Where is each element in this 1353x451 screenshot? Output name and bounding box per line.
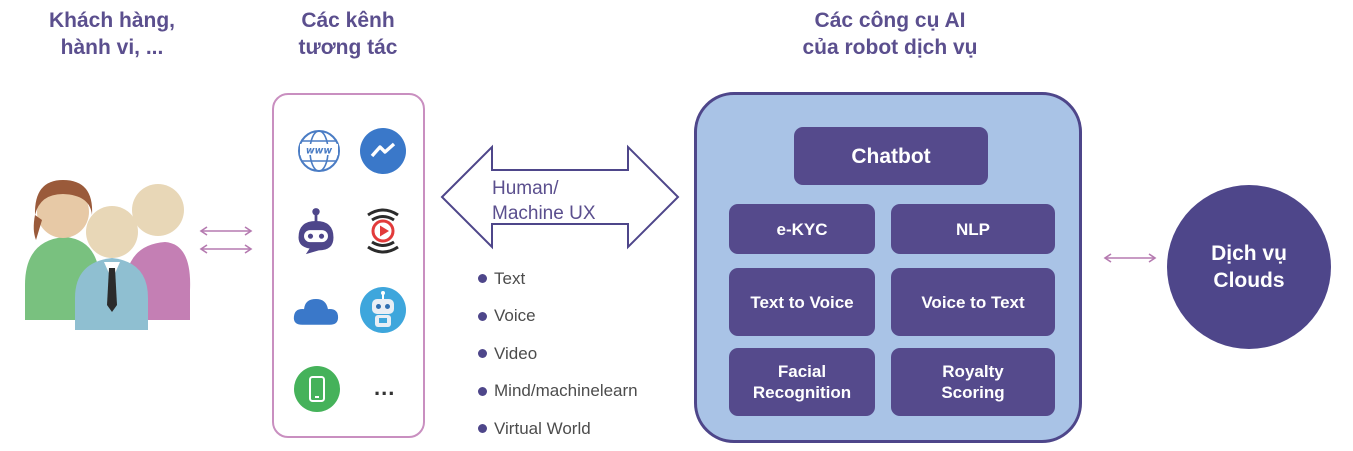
bullet-icon xyxy=(478,274,487,284)
customers-heading: Khách hàng, hành vi, ... xyxy=(27,7,197,61)
chatbot-robot-icon xyxy=(293,208,339,255)
voice-to-text-box: Voice to Text xyxy=(891,268,1055,336)
ai-tools-panel: Chatbot e-KYC NLP Text to Voice Voice to… xyxy=(694,92,1082,443)
bullet-icon xyxy=(478,424,487,434)
ux-arrow-label: Human/ Machine UX xyxy=(492,176,652,226)
person-blue-icon xyxy=(75,206,148,330)
mode-item: Virtual World xyxy=(478,410,638,448)
customers-heading-line1: Khách hàng, xyxy=(48,9,175,32)
channels-heading-line1: Các kênh xyxy=(301,9,395,32)
nlp-box: NLP xyxy=(891,204,1055,254)
ux-double-arrow xyxy=(440,144,680,250)
customers-group-icon xyxy=(25,180,191,330)
mode-item: Voice xyxy=(478,298,638,336)
clouds-line2: Clouds xyxy=(1213,269,1285,292)
text-to-voice-label: Text to Voice xyxy=(750,292,854,312)
bullet-icon xyxy=(478,386,487,396)
mode-label: Mind/machinelearn xyxy=(494,381,638,401)
facial-label-line2: Recognition xyxy=(752,383,852,402)
mode-label: Virtual World xyxy=(494,418,591,438)
mode-label: Text xyxy=(494,268,526,288)
clouds-line1: Dịch vụ xyxy=(1211,242,1287,265)
more-channels: ... xyxy=(374,375,396,400)
royalty-scoring-box: Royalty Scoring xyxy=(891,348,1055,416)
voice-to-text-label: Voice to Text xyxy=(921,292,1025,312)
facial-recognition-box: Facial Recognition xyxy=(729,348,875,416)
text-to-voice-box: Text to Voice xyxy=(729,268,875,336)
customers-heading-line2: hành vi, ... xyxy=(60,36,164,59)
bullet-icon xyxy=(478,349,487,359)
bullet-icon xyxy=(478,311,487,321)
interaction-modes-list: Text Voice Video Mind/machinelearn Virtu… xyxy=(478,260,638,448)
channels-panel: www xyxy=(272,93,425,438)
globe-www-icon: www xyxy=(296,128,342,174)
channels-heading-line2: tương tác xyxy=(298,36,398,59)
royalty-label-line1: Royalty xyxy=(942,362,1004,381)
customer-channel-arrows xyxy=(199,226,253,254)
robot-avatar-icon xyxy=(360,287,406,333)
chatbot-box: Chatbot xyxy=(794,127,988,185)
mobile-phone-icon xyxy=(294,366,340,412)
ai-tools-heading-line1: Các công cụ AI xyxy=(814,9,966,32)
ekyc-label: e-KYC xyxy=(776,219,828,239)
channels-heading: Các kênh tương tác xyxy=(268,7,428,61)
video-play-icon xyxy=(360,208,406,254)
ux-arrow-line2: Machine UX xyxy=(492,203,596,224)
royalty-label-line2: Scoring xyxy=(941,383,1005,402)
mode-item: Video xyxy=(478,335,638,373)
mode-label: Video xyxy=(494,343,538,363)
ux-arrow-line1: Human/ xyxy=(492,178,559,199)
ai-clouds-arrow xyxy=(1103,253,1157,263)
svg-text:www: www xyxy=(306,146,333,157)
facial-label-line1: Facial xyxy=(777,362,827,381)
ai-tools-heading: Các công cụ AI của robot dịch vụ xyxy=(740,7,1040,61)
ekyc-box: e-KYC xyxy=(729,204,875,254)
mode-item: Text xyxy=(478,260,638,298)
cloud-icon xyxy=(293,287,339,333)
ai-tools-heading-line2: của robot dịch vụ xyxy=(802,36,978,59)
mode-item: Mind/machinelearn xyxy=(478,373,638,411)
mode-label: Voice xyxy=(494,306,536,326)
chatbot-label: Chatbot xyxy=(851,144,931,168)
clouds-service-circle: Dịch vụ Clouds xyxy=(1167,185,1331,349)
nlp-label: NLP xyxy=(956,219,990,239)
messenger-icon xyxy=(360,128,406,174)
